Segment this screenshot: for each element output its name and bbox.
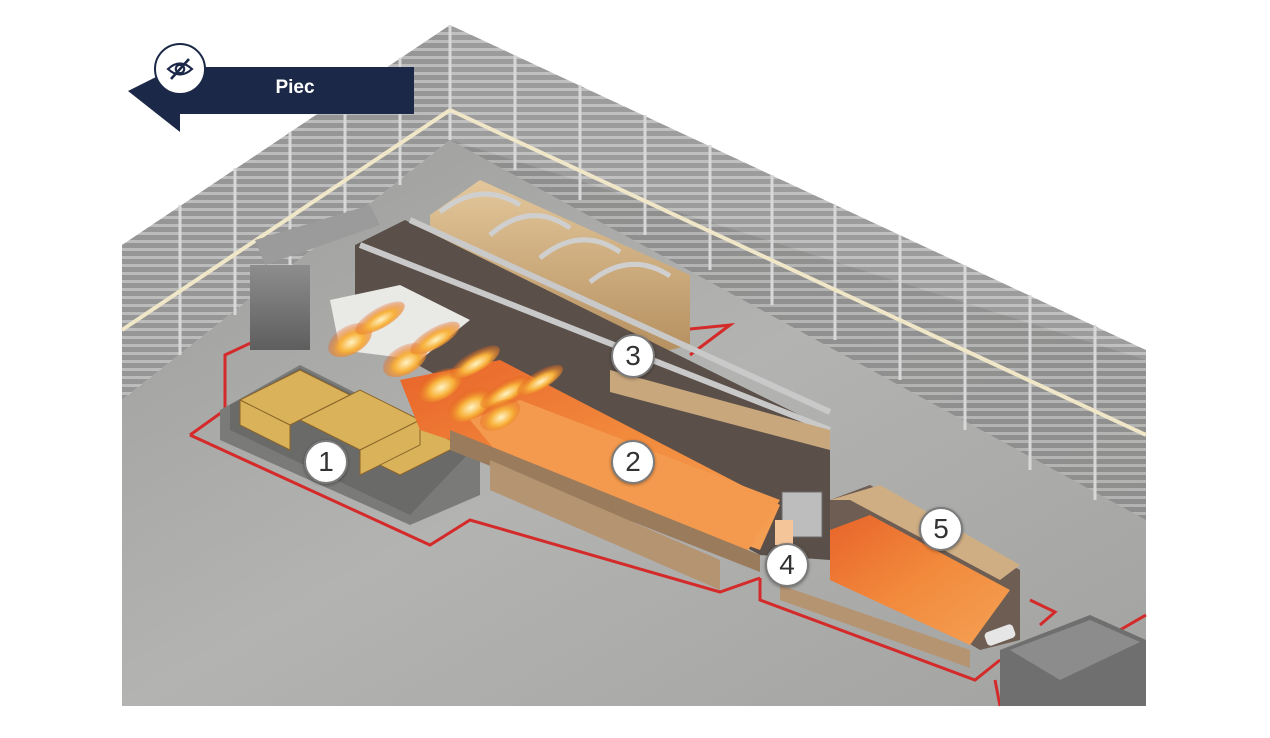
marker-3[interactable]: 3 [611,334,655,378]
marker-2[interactable]: 2 [611,440,655,484]
eye-slash-icon [165,54,195,84]
marker-5[interactable]: 5 [919,507,963,551]
marker-1[interactable]: 1 [304,440,348,484]
throat-gate [775,492,822,545]
toggle-visibility-button[interactable] [154,43,206,95]
marker-4[interactable]: 4 [765,543,809,587]
